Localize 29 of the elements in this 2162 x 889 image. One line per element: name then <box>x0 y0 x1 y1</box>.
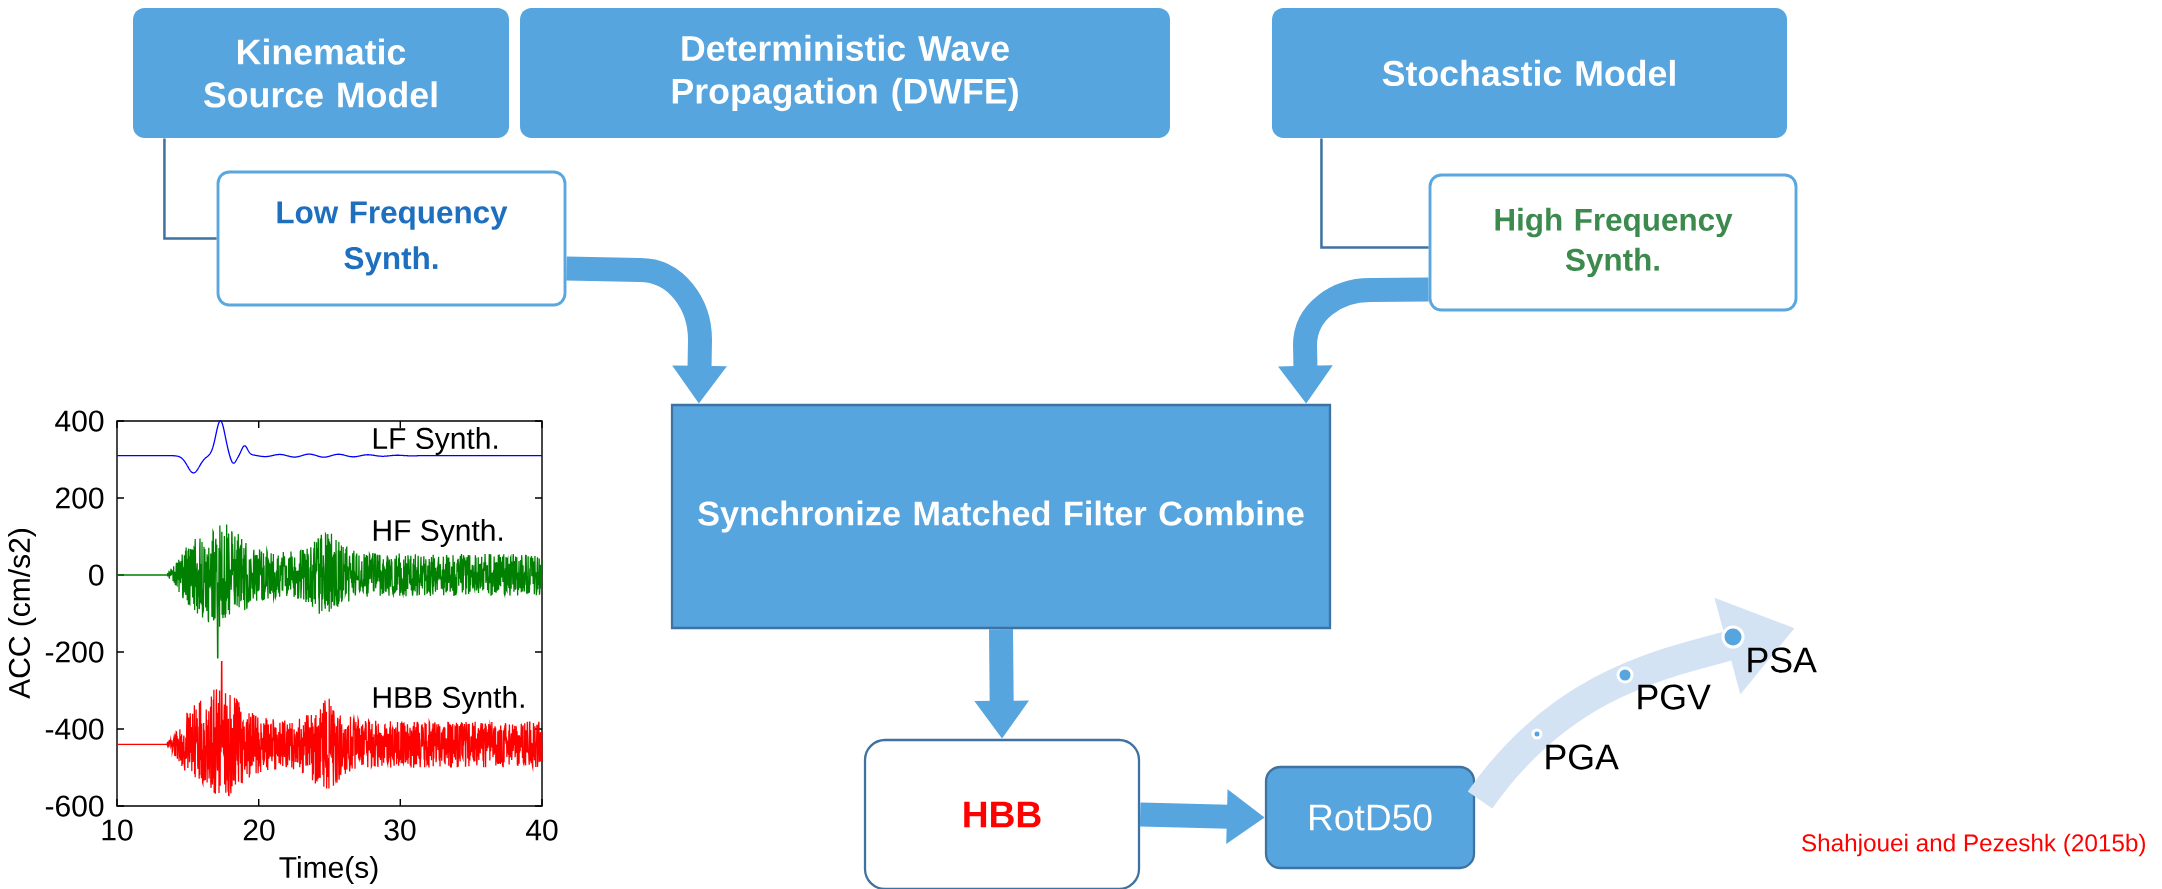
trace-label: HF Synth. <box>373 519 503 547</box>
tick-label: 40 <box>526 819 558 841</box>
connector-line <box>1320 138 1429 249</box>
source-box: Stochastic Model <box>1272 8 1787 138</box>
process-box: Synchronize Matched Filter Combine <box>670 403 1332 630</box>
tick-label: -200 <box>45 641 104 663</box>
point-label: PGV <box>1638 684 1711 710</box>
citation-text: Shahjouei and Pezeshk (2015b) <box>1802 833 2145 857</box>
process-box: Low Frequency Synth. <box>216 170 567 307</box>
source-box: Kinematic Source Model <box>133 8 509 138</box>
point-label: PGA <box>1546 744 1619 770</box>
tick-label: 0 <box>89 564 104 586</box>
axis-title-y: ACC (cm/s2) <box>8 529 36 699</box>
process-box: High Frequency Synth. <box>1428 173 1798 312</box>
tick-label: 400 <box>55 410 104 432</box>
tick-label: -400 <box>45 718 104 740</box>
tick-label: 30 <box>384 819 416 841</box>
point-label: PSA <box>1748 647 1817 673</box>
tick-label: 20 <box>243 819 275 841</box>
trace-label: LF Synth. <box>373 427 498 455</box>
tick-label: -600 <box>45 795 104 817</box>
tick-label: 200 <box>56 487 104 509</box>
result-box: HBB <box>863 738 1141 889</box>
axis-title-x: Time(s) <box>279 856 378 884</box>
trace-label: HBB Synth. <box>373 686 524 714</box>
connector-line <box>163 138 217 240</box>
tick-label: 10 <box>102 819 133 841</box>
process-box: RotD50 <box>1264 765 1476 870</box>
source-box: Deterministic Wave Propagation (DWFE) <box>520 8 1170 138</box>
